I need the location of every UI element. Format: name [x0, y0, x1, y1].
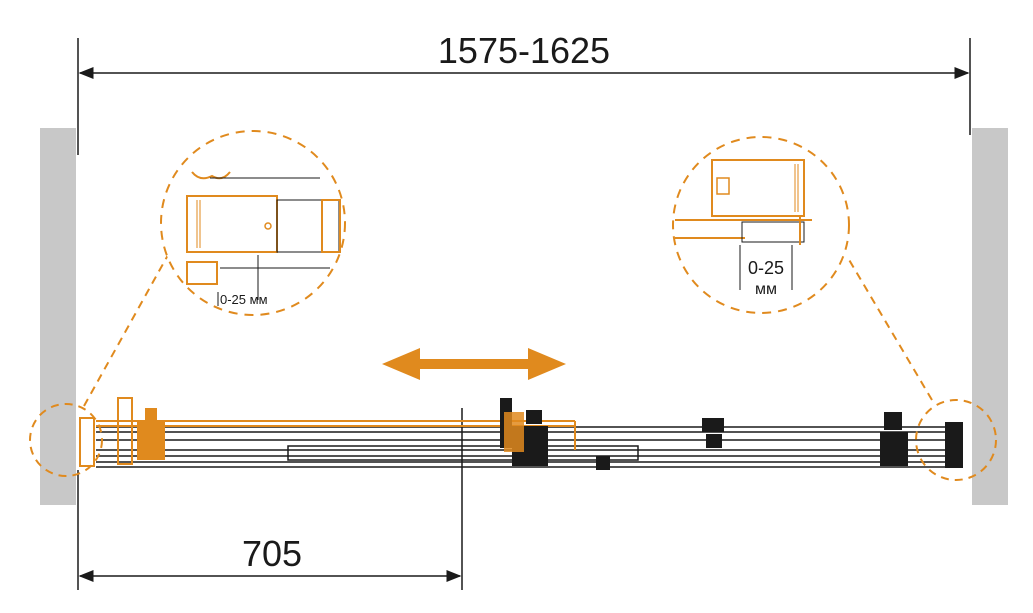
left-roller	[117, 397, 165, 465]
right-wall	[972, 128, 1008, 505]
left-wall	[40, 128, 76, 505]
overall-width-dimension: 1575-1625	[77, 30, 971, 155]
double-arrow-icon	[382, 348, 566, 380]
left-zoom-callout: 0-25 мм	[160, 130, 346, 316]
center-roller	[500, 398, 548, 466]
right-leader	[847, 257, 933, 401]
sliding-glass-panel	[79, 417, 576, 467]
left-detail-marker	[29, 403, 103, 477]
right-wall-profile	[945, 422, 963, 468]
left-leader	[83, 254, 169, 407]
left-adjust-label: 0-25 мм	[220, 292, 268, 307]
right-roller	[880, 412, 908, 466]
door-width-dimension: 705	[77, 408, 463, 590]
mid-stopper	[596, 418, 724, 470]
right-adjust-unit: мм	[755, 281, 777, 298]
overall-width-label: 1575-1625	[438, 30, 610, 71]
right-adjust-range: 0-25	[748, 258, 784, 278]
right-zoom-callout: 0-25 мм	[672, 136, 850, 314]
door-width-label: 705	[242, 533, 302, 574]
right-detail-marker	[915, 399, 997, 481]
